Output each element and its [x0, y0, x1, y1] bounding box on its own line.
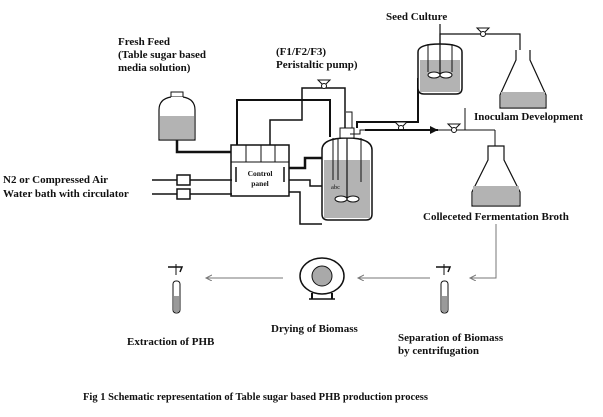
control-panel: Control panel: [230, 144, 290, 197]
control-panel-label-1: Control: [248, 169, 273, 178]
seed-transfer-pump: [393, 121, 409, 131]
control-panel-label-2: panel: [251, 179, 269, 188]
broth-label: Colleceted Fermentation Broth: [423, 211, 569, 223]
air-label: N2 or Compressed Air: [3, 174, 108, 186]
extraction-label: Extraction of PHB: [127, 336, 215, 348]
pump-label-1: (F1/F2/F3): [276, 46, 326, 58]
separation-label-1: Separation of Biomass: [398, 332, 504, 344]
broth-flask: [471, 145, 521, 207]
peristaltic-pump: [316, 79, 332, 89]
water-line: [152, 188, 232, 200]
dryer-icon: [299, 257, 345, 300]
drying-label: Drying of Biomass: [271, 323, 359, 335]
fermenter-outlet-pipes: [346, 78, 466, 135]
seed-feed-pump: [475, 27, 491, 37]
process-flow-arrows: [206, 224, 497, 278]
pump-loop-pipes: [236, 87, 346, 145]
broth-transfer-line: [365, 126, 496, 146]
separation-label-2: by centrifugation: [398, 345, 479, 357]
fresh-feed-label-3: media solution): [118, 62, 191, 74]
inoculum-label: Inoculam Development: [474, 111, 583, 123]
figure-caption: Fig 1 Schematic representation of Table …: [83, 392, 428, 403]
inoculum-flask: [499, 50, 547, 109]
water-label: Water bath with circulator: [3, 188, 129, 200]
air-line: [152, 174, 232, 186]
fresh-feed-label-2: (Table sugar based: [118, 49, 206, 61]
fresh-feed-label-1: Fresh Feed: [118, 36, 170, 48]
feed-pipe: [175, 140, 232, 154]
centrifuge-tube-icon: [436, 264, 452, 314]
panel-to-fermenter-lines: [289, 156, 322, 225]
seed-culture-vessel: [417, 24, 463, 95]
fresh-feed-bottle: [158, 91, 196, 141]
probe-labels: abc: [331, 184, 340, 191]
pump-label-2: Peristaltic pump): [276, 59, 358, 71]
seed-culture-label: Seed Culture: [386, 11, 447, 23]
extraction-tube-icon: [168, 264, 184, 314]
fermenter: abc: [321, 127, 373, 221]
broth-valve: [446, 123, 462, 133]
